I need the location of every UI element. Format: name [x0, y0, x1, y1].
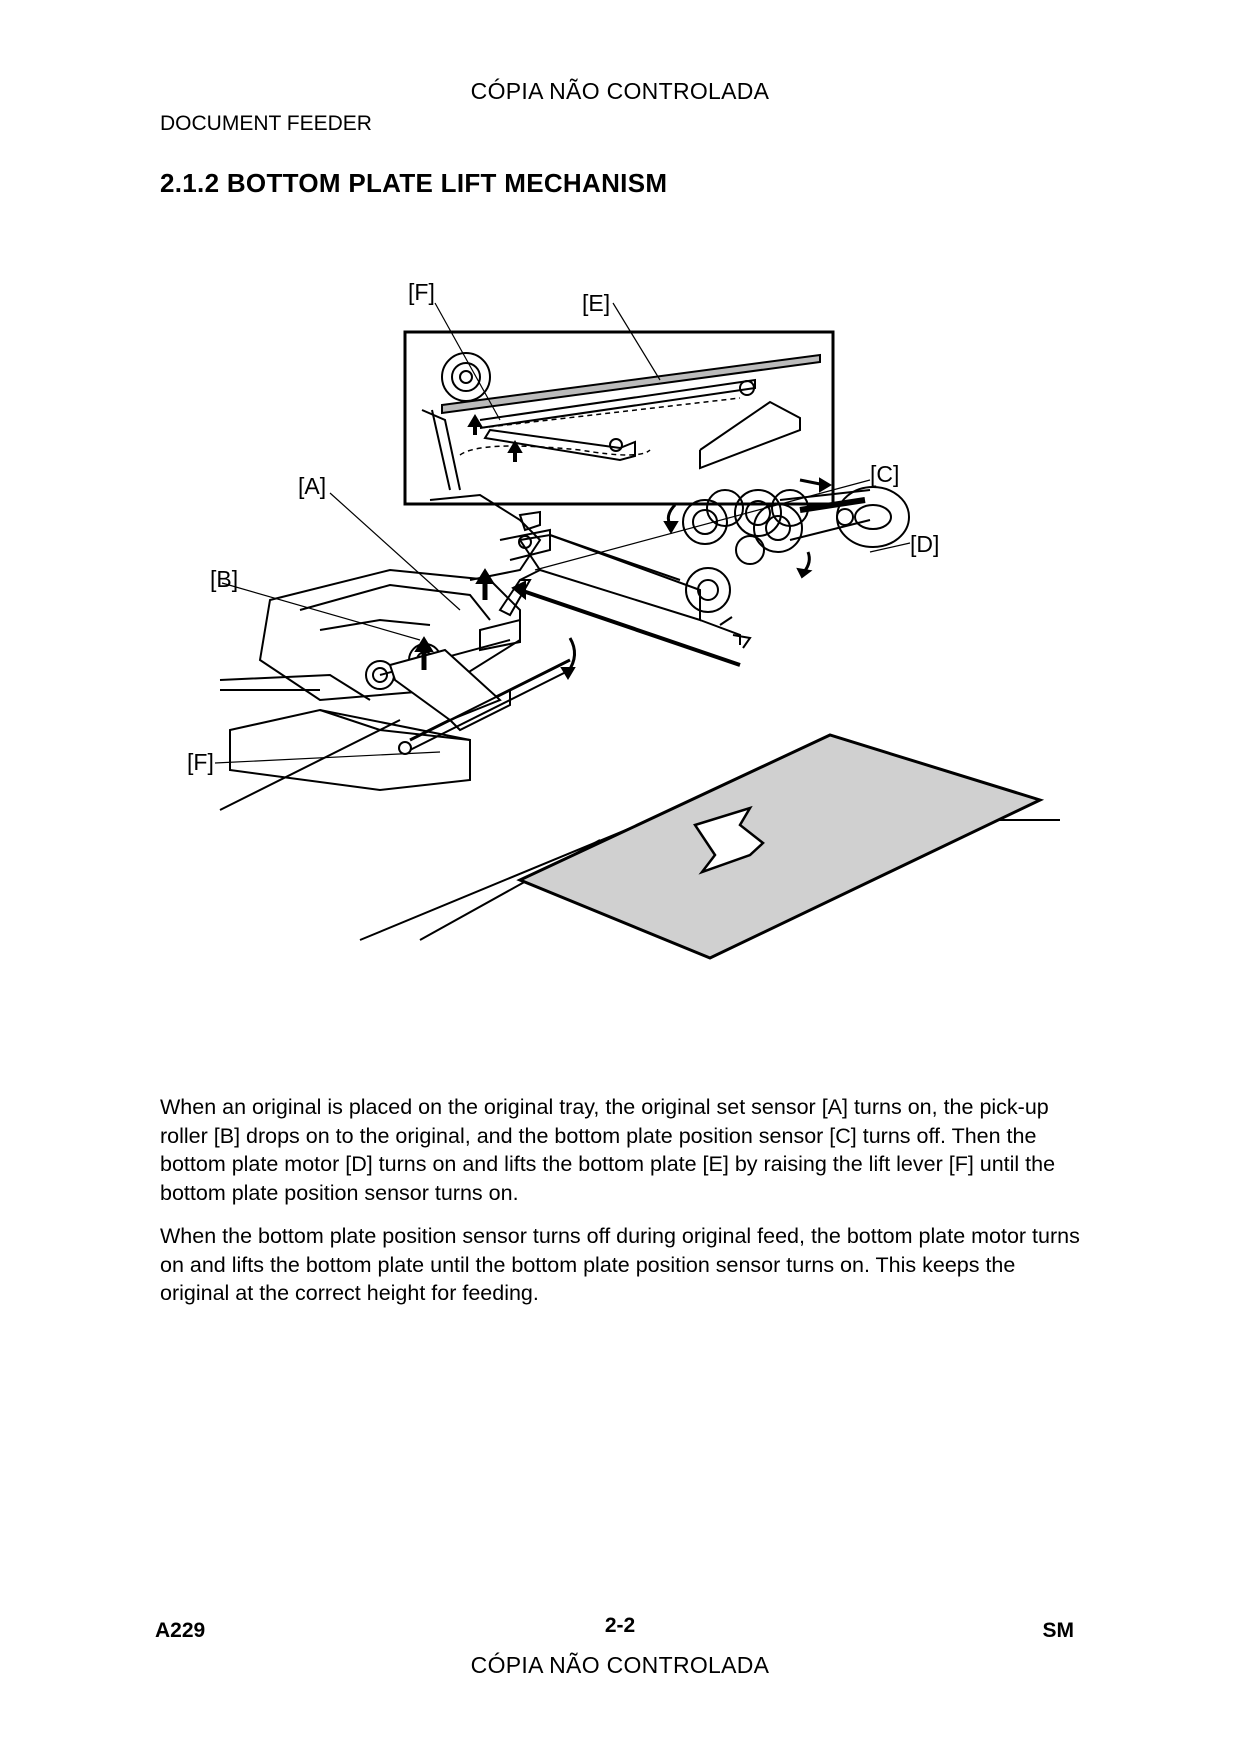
motor-gear-train [682, 486, 910, 649]
footer-page-number: 2-2 [604, 1614, 636, 1637]
footer-model-code: A229 [155, 1619, 206, 1642]
watermark-bottom: CÓPIA NÃO CONTROLADA [470, 1652, 770, 1678]
body-paragraph-1: When an original is placed on the origin… [160, 1095, 1056, 1205]
callout-f-inset: [F] [408, 280, 435, 305]
watermark-top: CÓPIA NÃO CONTROLADA [470, 78, 770, 104]
footer-manual-code: SM [1042, 1619, 1075, 1642]
mechanism-diagram: [F] [E] [C] [A] [D] [B] [F] [187, 280, 1060, 960]
callout-d: [D] [910, 531, 939, 557]
section-name: DOCUMENT FEEDER [160, 112, 372, 135]
feed-direction-arrow [693, 805, 765, 875]
body-paragraph-2: When the bottom plate position sensor tu… [160, 1224, 1080, 1305]
callout-c: [C] [870, 461, 899, 487]
callout-e: [E] [582, 290, 610, 316]
original-sheet [516, 733, 1045, 960]
callout-b: [B] [210, 566, 238, 592]
page-title: 2.1.2 BOTTOM PLATE LIFT MECHANISM [160, 168, 668, 198]
inset-frame [403, 330, 835, 506]
callout-f: [F] [187, 749, 214, 775]
callout-a: [A] [298, 473, 326, 499]
